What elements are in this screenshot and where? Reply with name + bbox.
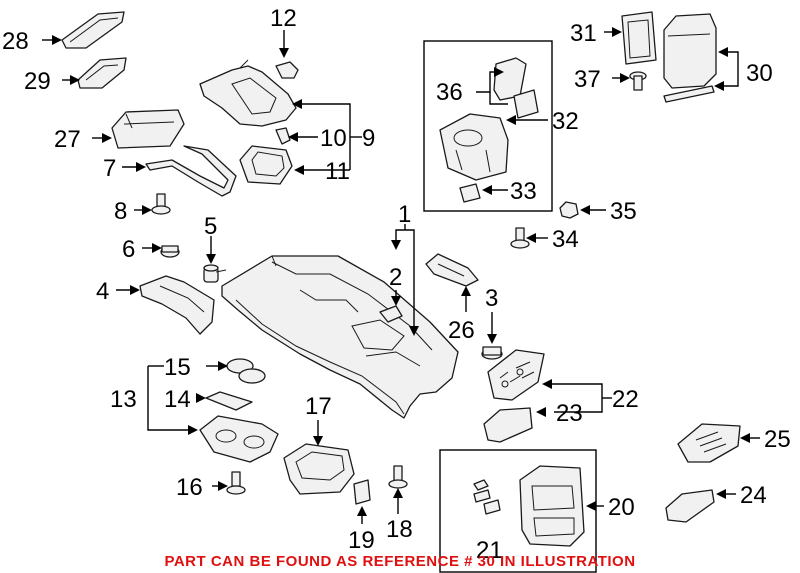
part-35-nut bbox=[559, 201, 579, 219]
part-15-mat bbox=[226, 358, 266, 384]
callout-10: 10 bbox=[320, 125, 347, 152]
callout-28: 28 bbox=[2, 28, 29, 55]
part-19-pad bbox=[353, 479, 371, 505]
part-7-trim-strip bbox=[145, 145, 237, 197]
part-34-bolt bbox=[510, 227, 530, 249]
callout-35: 35 bbox=[610, 198, 637, 225]
callout-11: 11 bbox=[325, 158, 350, 185]
callout-24: 24 bbox=[740, 482, 767, 509]
callout-3: 3 bbox=[485, 285, 498, 312]
part-36-brackets bbox=[493, 57, 539, 119]
part-16-bolt bbox=[226, 471, 246, 495]
callout-12: 12 bbox=[270, 5, 297, 32]
part-32-insert bbox=[439, 113, 509, 181]
callout-32: 32 bbox=[552, 108, 579, 135]
part-8-bolt bbox=[151, 193, 171, 215]
group-frame-32 bbox=[423, 40, 553, 212]
part-6-nut bbox=[160, 245, 180, 258]
part-12-clip bbox=[275, 61, 299, 79]
callout-36: 36 bbox=[436, 79, 463, 106]
part-22-vent bbox=[487, 349, 545, 401]
callout-6: 6 bbox=[122, 236, 135, 263]
callout-2: 2 bbox=[389, 264, 402, 291]
callout-23: 23 bbox=[556, 400, 583, 427]
callout-21: 21 bbox=[476, 537, 503, 564]
part-23-trim bbox=[483, 407, 533, 443]
part-10-clip bbox=[275, 127, 291, 145]
callout-19: 19 bbox=[348, 527, 375, 554]
part-13-cup-holder bbox=[199, 415, 279, 463]
callout-33: 33 bbox=[510, 178, 537, 205]
part-4-bracket bbox=[139, 275, 215, 335]
part-20-rear-vent bbox=[519, 465, 585, 547]
part-30-armrest bbox=[663, 13, 717, 89]
part-21-inserts bbox=[473, 479, 501, 515]
part-29-tray bbox=[77, 57, 127, 89]
part-17-bin bbox=[283, 443, 355, 495]
callout-16: 16 bbox=[176, 474, 203, 501]
callout-26: 26 bbox=[448, 317, 475, 344]
part-30-hinge bbox=[663, 85, 715, 103]
callout-18: 18 bbox=[386, 516, 413, 543]
callout-29: 29 bbox=[24, 68, 51, 95]
callout-14: 14 bbox=[164, 386, 191, 413]
part-14-mat bbox=[205, 391, 253, 411]
callout-4: 4 bbox=[96, 278, 109, 305]
callout-31: 31 bbox=[570, 20, 597, 47]
callout-9: 9 bbox=[362, 125, 375, 152]
callout-27: 27 bbox=[54, 126, 81, 153]
part-25-vent bbox=[677, 423, 741, 463]
part-31-frame bbox=[621, 11, 657, 65]
part-3-cap bbox=[481, 346, 503, 360]
part-33-button bbox=[459, 183, 481, 203]
callout-15: 15 bbox=[164, 354, 191, 381]
callout-37: 37 bbox=[574, 66, 601, 93]
callout-8: 8 bbox=[114, 198, 127, 225]
part-24-panel bbox=[665, 489, 715, 523]
callout-1: 1 bbox=[398, 201, 411, 228]
part-26-cover bbox=[425, 253, 479, 287]
callout-34: 34 bbox=[552, 226, 579, 253]
callout-7: 7 bbox=[103, 155, 116, 182]
callout-25: 25 bbox=[764, 426, 791, 453]
part-28-tray bbox=[61, 11, 125, 49]
callout-22: 22 bbox=[612, 386, 639, 413]
callout-5: 5 bbox=[204, 213, 217, 240]
part-9-bezel bbox=[199, 59, 297, 127]
part-37-screw bbox=[629, 71, 647, 91]
callout-13: 13 bbox=[110, 386, 137, 413]
reference-note: PART CAN BE FOUND AS REFERENCE # 30 IN I… bbox=[164, 553, 635, 570]
callout-17: 17 bbox=[305, 393, 332, 420]
part-18-bolt bbox=[388, 465, 408, 489]
part-27-storage-box bbox=[111, 109, 185, 149]
part-11-switch-panel bbox=[239, 145, 293, 185]
part-2-clip bbox=[379, 305, 403, 323]
part-5-socket bbox=[203, 264, 227, 283]
part-1-center-console bbox=[221, 255, 459, 419]
callout-30: 30 bbox=[746, 60, 773, 87]
callout-20: 20 bbox=[608, 494, 635, 521]
